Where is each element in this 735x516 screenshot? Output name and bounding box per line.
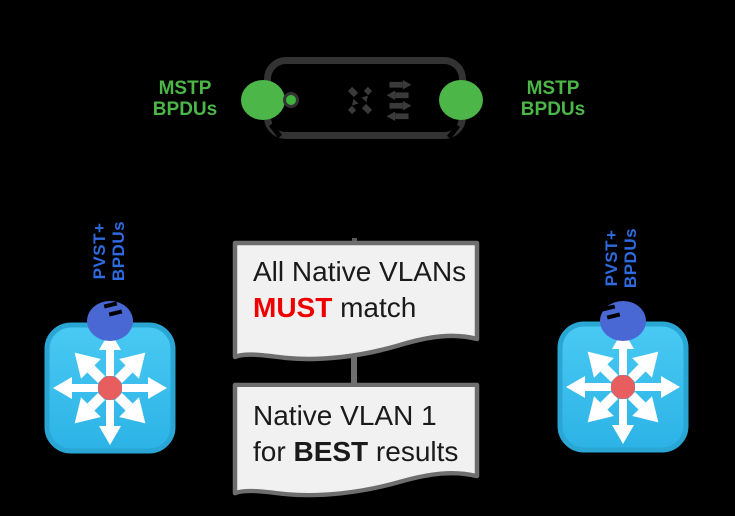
pvst-bpdus-label-left: PVST+ BPDUs xyxy=(90,205,130,297)
multilayer-switch-icon-right xyxy=(557,321,689,453)
emphasis-best: BEST xyxy=(293,436,369,467)
device-right-port-icon xyxy=(439,80,483,120)
switch-left-port-icon xyxy=(87,301,133,341)
device-left-port-icon xyxy=(241,80,285,120)
document-shape xyxy=(232,240,480,362)
callout-native-vlans-must-match: All Native VLANs MUST match xyxy=(232,240,480,362)
pvst-label-line1: PVST+ xyxy=(602,229,621,287)
callout-line2: MUST match xyxy=(253,290,466,326)
callout-native-vlan1-best: Native VLAN 1 for BEST results xyxy=(232,382,480,498)
emphasis-must: MUST xyxy=(253,292,333,323)
callout-text: All Native VLANs MUST match xyxy=(253,254,466,326)
mstp-label-line1: MSTP xyxy=(526,78,580,99)
callout-connector-line xyxy=(351,350,357,388)
document-shape xyxy=(232,382,480,498)
callout-line2: for BEST results xyxy=(253,434,458,470)
multilayer-switch-icon-left xyxy=(44,322,176,454)
mstp-label-line2: BPDUs xyxy=(152,99,218,120)
pvst-label-line2: BPDUs xyxy=(621,227,640,289)
switch-center-dot xyxy=(611,375,635,399)
callout-line1: All Native VLANs xyxy=(253,256,467,287)
mstp-bpdus-label-left: MSTP BPDUs xyxy=(130,78,240,120)
callout-text: Native VLAN 1 for BEST results xyxy=(253,398,458,470)
pvst-bpdus-label-right: PVST+ BPDUs xyxy=(602,212,642,304)
mstp-label-line1: MSTP xyxy=(158,78,212,99)
crossing-arrows-icon xyxy=(347,86,373,115)
pvst-label-line1: PVST+ xyxy=(90,222,109,280)
callout-line2-prefix: for xyxy=(253,436,294,467)
mstp-bpdus-label-right: MSTP BPDUs xyxy=(498,78,608,120)
switch-center-dot xyxy=(98,376,122,400)
bidirectional-arrows-icon xyxy=(386,80,412,122)
callout-line2-suffix: results xyxy=(368,436,459,467)
mstp-label-line2: BPDUs xyxy=(520,99,586,120)
callout-line1: Native VLAN 1 xyxy=(253,400,437,431)
green-led-icon xyxy=(283,92,299,108)
pvst-label-line2: BPDUs xyxy=(109,220,128,282)
callout-line2-rest: match xyxy=(332,292,417,323)
